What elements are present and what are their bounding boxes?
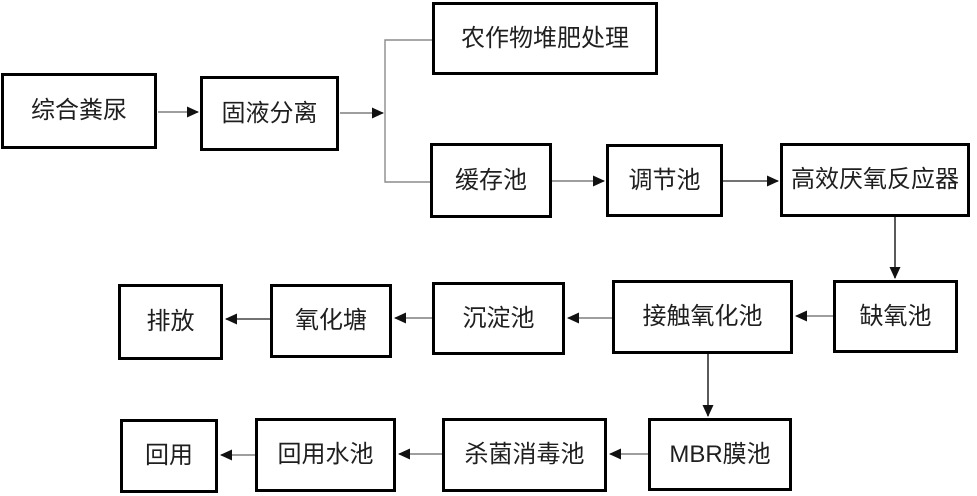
node-buffer-tank: 缓存池 — [430, 143, 552, 218]
node-mbr-membrane-tank: MBR膜池 — [648, 418, 792, 491]
node-solid-liquid-separation: 固液分离 — [200, 76, 339, 151]
node-contact-oxidation-tank: 接触氧化池 — [612, 280, 793, 354]
node-label: 缓存池 — [455, 166, 527, 194]
node-anoxic-tank: 缺氧池 — [833, 280, 958, 353]
node-crop-composting: 农作物堆肥处理 — [432, 2, 658, 75]
node-label: 回用水池 — [277, 441, 374, 468]
node-label: 沉淀池 — [462, 304, 535, 332]
node-label: 接触氧化池 — [642, 303, 763, 330]
node-reuse: 回用 — [120, 419, 218, 493]
node-disinfection-tank: 杀菌消毒池 — [442, 418, 607, 492]
node-label: 高效厌氧反应器 — [791, 166, 959, 193]
node-label: 缺氧池 — [859, 302, 932, 330]
node-label: 氧化塘 — [295, 307, 367, 334]
node-label: 农作物堆肥处理 — [461, 24, 629, 52]
node-mixed-manure: 综合粪尿 — [1, 73, 157, 149]
node-reuse-water-tank: 回用水池 — [255, 418, 396, 492]
node-label: MBR膜池 — [669, 440, 771, 468]
node-label: 调节池 — [628, 166, 701, 194]
node-anaerobic-reactor: 高效厌氧反应器 — [780, 143, 970, 217]
node-label: 回用 — [145, 442, 193, 469]
branch-connector — [384, 39, 432, 183]
node-label: 排放 — [146, 308, 195, 335]
node-regulating-tank: 调节池 — [606, 144, 723, 217]
node-label: 杀菌消毒池 — [464, 441, 585, 468]
node-discharge: 排放 — [118, 284, 223, 360]
node-label: 固液分离 — [221, 99, 318, 127]
node-oxidation-pond: 氧化塘 — [270, 284, 392, 358]
node-sedimentation-tank: 沉淀池 — [432, 282, 565, 355]
node-label: 综合粪尿 — [31, 97, 127, 124]
